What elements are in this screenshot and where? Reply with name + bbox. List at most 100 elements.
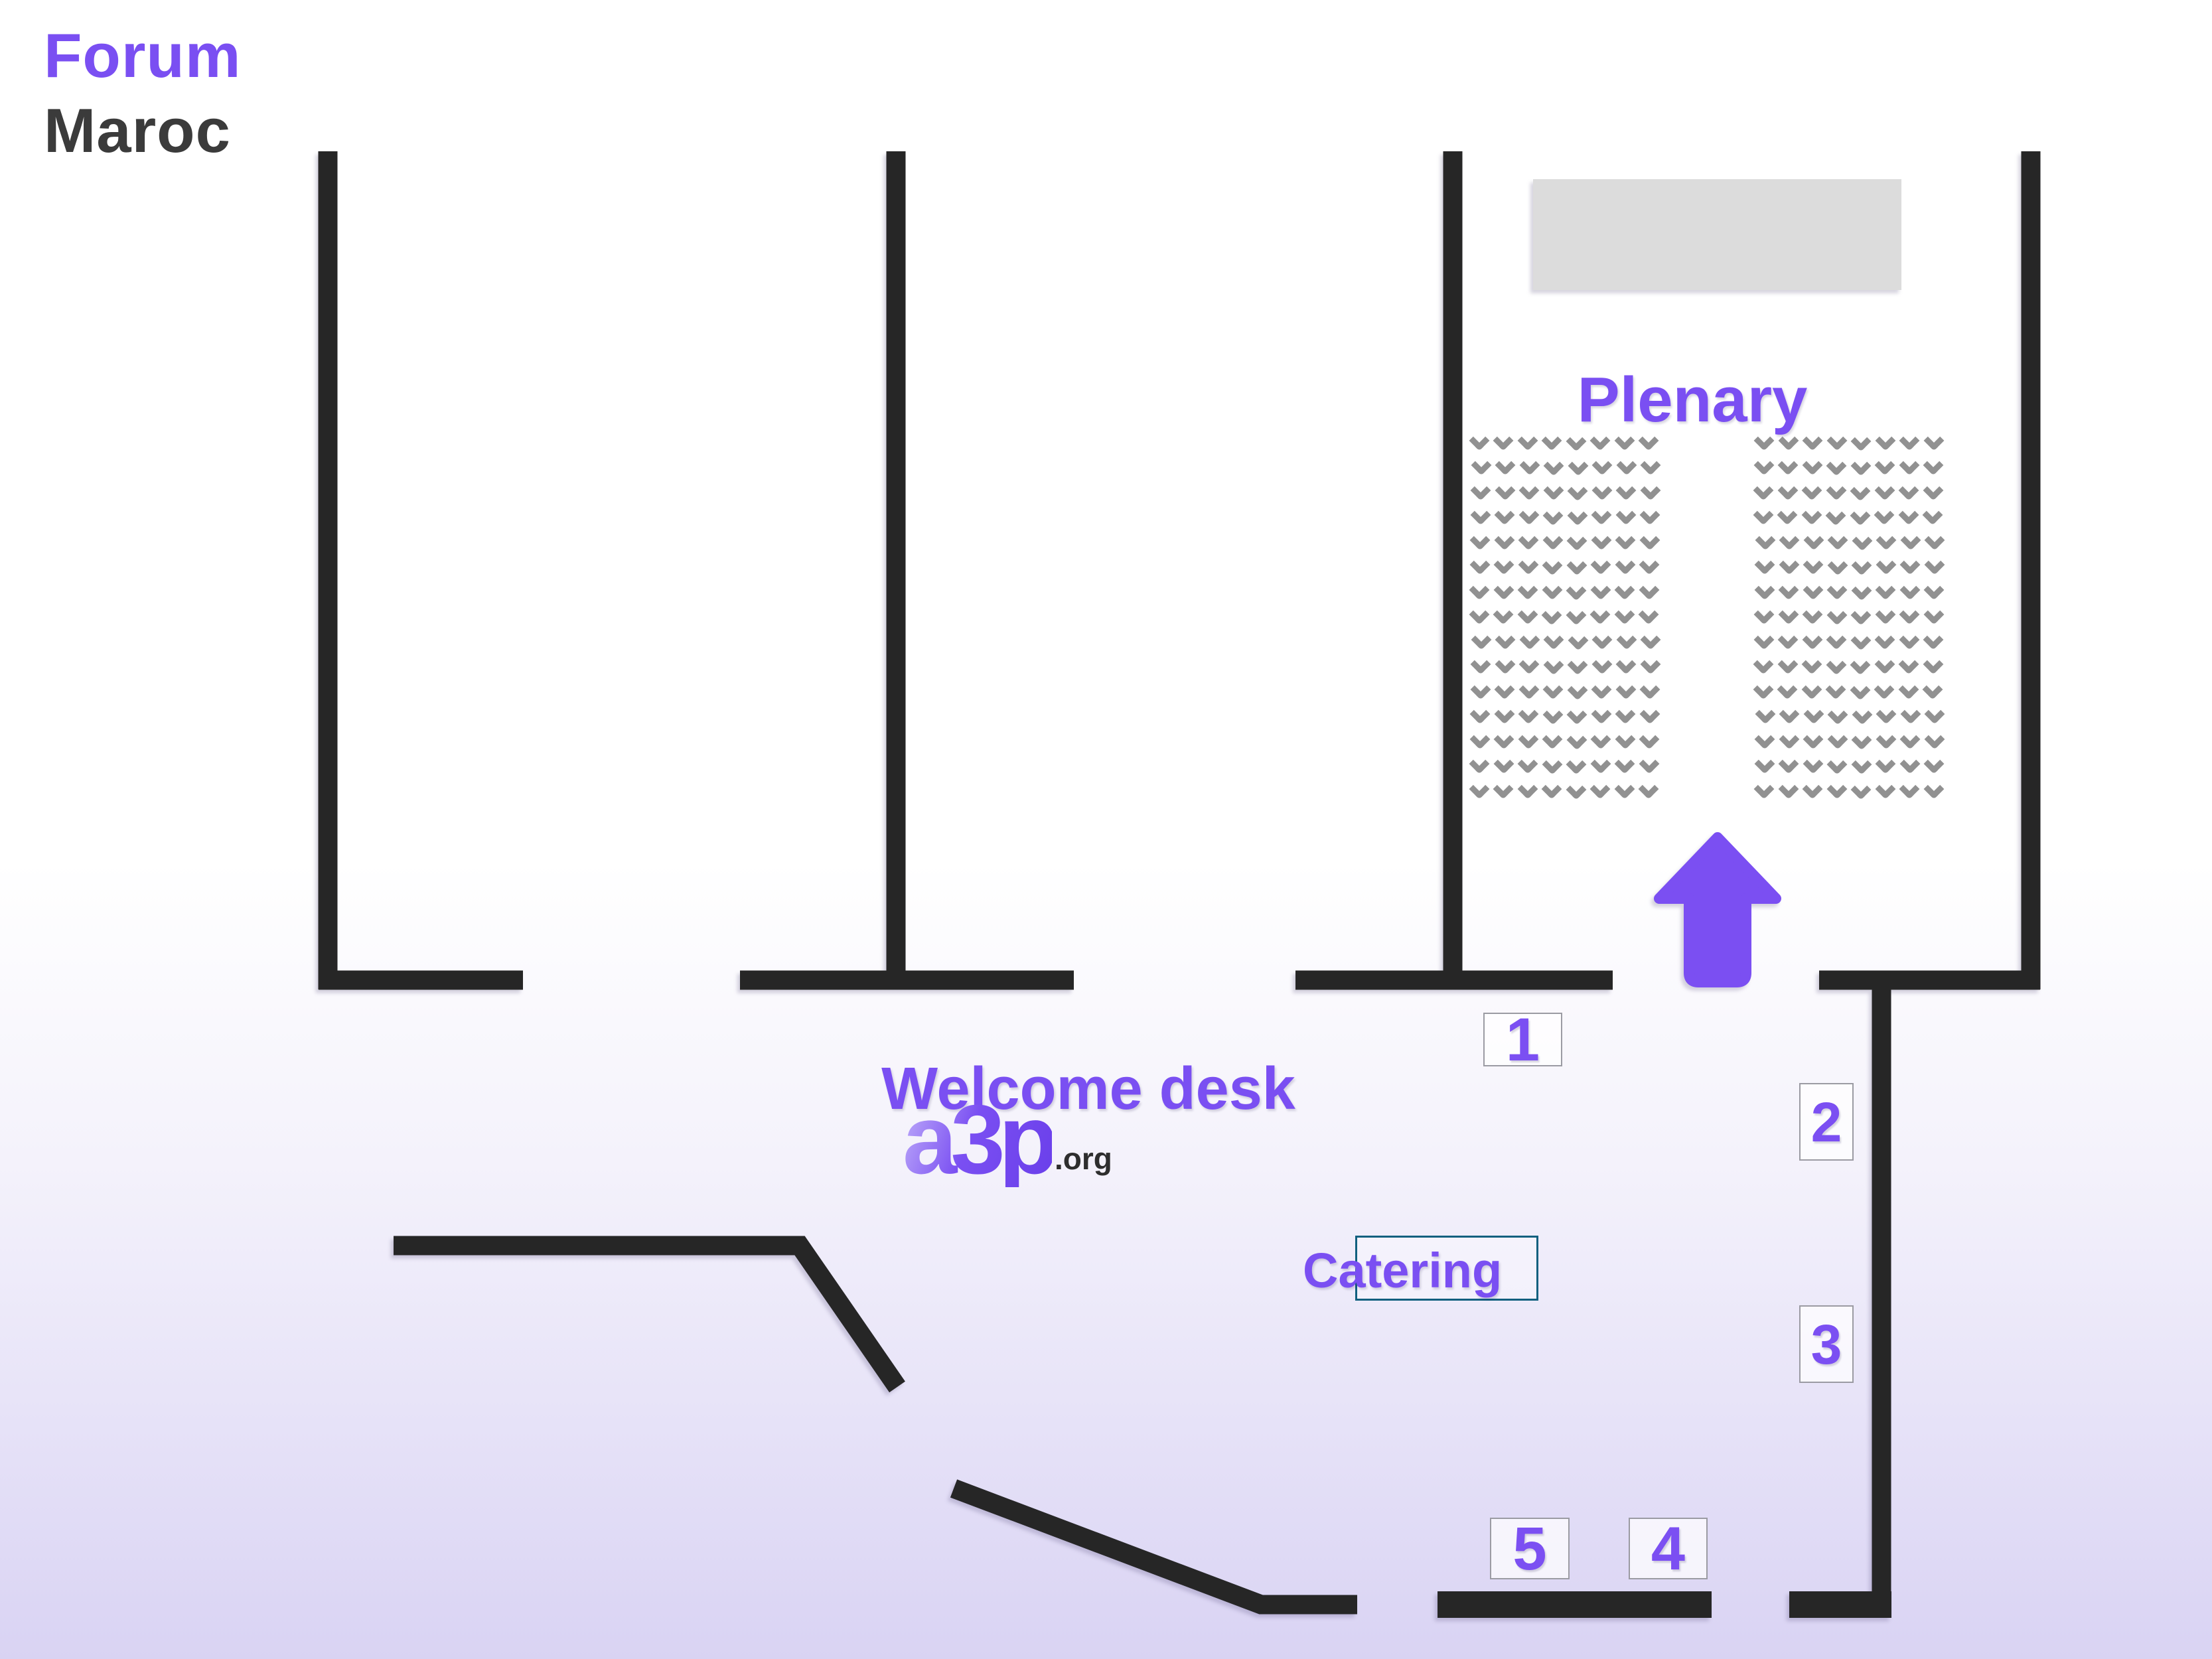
stage-platform [1533,179,1901,290]
chevron-down-icon [1779,530,1800,551]
plenary-seats-block-left [1468,428,1662,802]
seat-cell [1589,776,1614,802]
seat-cell [1825,752,1850,777]
seat-cell [1516,603,1541,628]
chevron-down-icon [1801,654,1822,675]
chevron-down-icon [1754,753,1775,774]
chevron-down-icon [1874,504,1895,526]
seat-cell [1777,776,1801,802]
chevron-down-icon [1518,729,1539,750]
seat-cell [1897,677,1922,702]
chevron-down-icon [1493,554,1514,575]
chevron-down-icon [1852,530,1873,551]
seat-cell [1493,702,1517,727]
seat-cell [1541,727,1566,752]
seat-cell [1493,752,1517,777]
chevron-down-icon [1615,530,1636,551]
seat-cell [1922,453,1947,478]
chevron-down-icon [1850,630,1872,651]
chevron-down-icon [1778,778,1799,800]
seat-cell [1638,752,1662,777]
seat-cell [1801,503,1825,528]
chevron-down-icon [1542,505,1564,526]
seat-cell [1613,776,1638,802]
seat-cell [1825,528,1850,553]
chevron-down-icon [1494,504,1515,526]
seat-cell [1849,577,1874,603]
seat-cell [1897,603,1922,628]
chevron-down-icon [1591,679,1612,700]
chevron-down-icon [1494,530,1515,551]
seat-cell [1777,752,1801,777]
seat-cell [1638,627,1662,652]
chevron-down-icon [1566,779,1587,800]
chevron-down-icon [1827,555,1848,576]
chevron-down-icon [1518,703,1539,725]
seat-cell [1541,627,1566,652]
chevron-down-icon [1470,654,1491,675]
seat-cell [1777,428,1801,453]
seat-cell [1493,776,1517,802]
seat-cell [1516,428,1541,453]
chevron-down-icon [1495,654,1516,675]
seat-cell [1825,603,1850,628]
chevron-down-icon [1898,504,1919,526]
seat-cell [1613,577,1638,603]
seat-cell [1613,727,1638,752]
seat-cell [1468,478,1493,503]
chevron-down-icon [1753,629,1775,650]
seat-cell [1516,776,1541,802]
seat-cell [1613,528,1638,553]
seat-cell [1493,428,1517,453]
seat-cell [1922,577,1947,603]
chevron-down-icon [1777,504,1798,526]
seat-cell [1922,652,1947,678]
room-badge-3: 3 [1799,1305,1854,1383]
seat-cell [1613,453,1638,478]
chevron-down-icon [1875,604,1896,625]
chevron-down-icon [1615,654,1637,675]
chevron-down-icon [1924,530,1945,551]
welcome-desk-label: Welcome desk [881,1056,1295,1122]
chevron-down-icon [1616,629,1637,650]
chevron-down-icon [1850,605,1872,626]
seat-cell [1638,503,1662,528]
seat-cell [1825,702,1850,727]
chevron-down-icon [1640,480,1661,501]
seat-cell [1589,677,1614,702]
seat-cell [1752,727,1777,752]
chevron-down-icon [1494,703,1515,725]
chevron-down-icon [1566,729,1587,751]
seat-cell [1922,776,1947,802]
chevron-down-icon [1850,680,1871,701]
chevron-down-icon [1471,455,1492,476]
seat-cell [1638,453,1662,478]
seat-cell [1849,478,1874,503]
seat-cell [1922,727,1947,752]
chevron-down-icon [1899,554,1921,575]
seat-cell [1493,453,1517,478]
chevron-down-icon [1754,554,1775,575]
seat-cell [1589,503,1614,528]
seat-cell [1468,603,1493,628]
seat-cell [1874,677,1898,702]
seat-cell [1468,652,1493,678]
seat-cell [1777,702,1801,727]
chevron-down-icon [1470,679,1491,700]
chevron-down-icon [1469,530,1491,551]
chevron-down-icon [1876,703,1897,725]
seat-cell [1565,553,1589,578]
chevron-down-icon [1493,604,1514,625]
seat-cell [1493,478,1517,503]
seat-cell [1638,702,1662,727]
seat-cell [1565,528,1589,553]
seat-cell [1801,577,1825,603]
seat-cell [1801,428,1825,453]
chevron-down-icon [1923,430,1945,451]
chevron-down-icon [1826,778,1848,800]
chevron-down-icon [1826,754,1848,775]
chevron-down-icon [1875,753,1896,774]
chevron-down-icon [1589,778,1611,800]
seat-cell [1541,428,1566,453]
